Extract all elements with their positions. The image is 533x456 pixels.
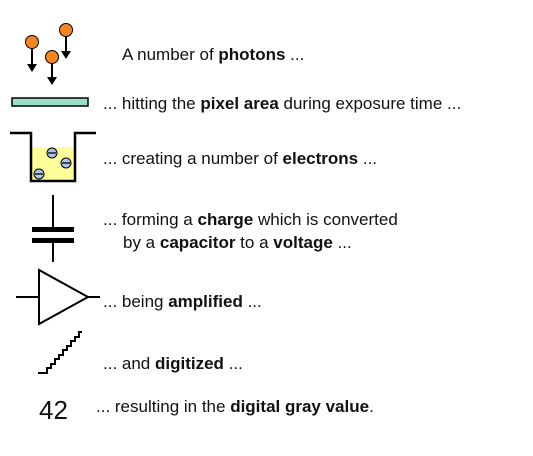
step-charge-line2: by a capacitor to a voltage ... — [123, 233, 352, 252]
amplifier-icon — [16, 268, 100, 326]
photons-icon — [25, 23, 73, 85]
step-charge-line1: ... forming a charge which is converted — [103, 210, 398, 229]
electron-icon — [33, 168, 45, 180]
pixel-area-icon — [11, 97, 89, 107]
step-amplified: ... being amplified ... — [103, 292, 262, 311]
potential-well-icon — [10, 131, 96, 183]
step-pixel-area: ... hitting the pixel area during exposu… — [103, 94, 462, 113]
electron-icon — [60, 157, 72, 169]
capacitor-icon — [32, 195, 74, 262]
step-electrons: ... creating a number of electrons ... — [103, 149, 378, 168]
step-digitized: ... and digitized ... — [103, 354, 243, 373]
step-photons: A number of photons ... — [122, 45, 305, 64]
electron-icon — [46, 147, 58, 159]
gray-value-icon: 42 — [39, 395, 68, 425]
step-gray-value: ... resulting in the digital gray value. — [96, 397, 374, 416]
staircase-icon — [38, 331, 82, 374]
